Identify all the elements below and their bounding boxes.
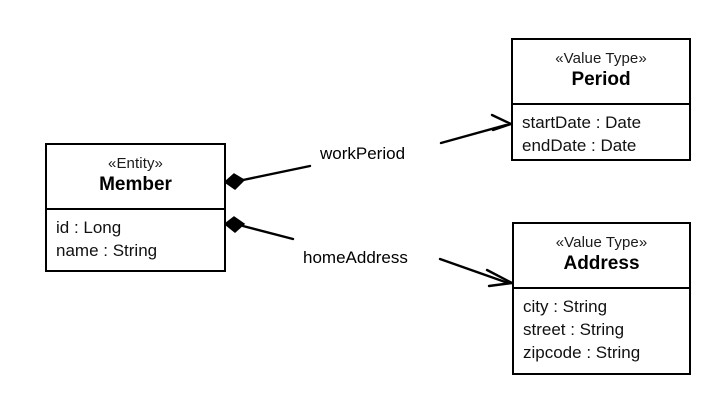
- association-label-home-address: homeAddress: [299, 248, 412, 268]
- class-attribute: street : String: [523, 320, 625, 339]
- work-period-composition-diamond-icon: [223, 173, 246, 190]
- work-period-line-segment-left: [241, 164, 312, 182]
- class-attribute: zipcode : String: [523, 343, 641, 362]
- class-attribute: endDate : Date: [522, 136, 637, 155]
- work-period-line-segment-right: [439, 123, 508, 145]
- home-address-composition-diamond-icon: [223, 216, 246, 233]
- class-header-period: «Value Type» Period: [513, 40, 689, 105]
- class-name-member: Member: [99, 174, 172, 195]
- class-box-address[interactable]: «Value Type» Address city : String stree…: [512, 222, 691, 375]
- class-name-period: Period: [571, 69, 631, 90]
- class-box-period[interactable]: «Value Type» Period startDate : Date end…: [511, 38, 691, 161]
- class-header-address: «Value Type» Address: [514, 224, 689, 289]
- association-home-address[interactable]: [223, 216, 514, 288]
- class-stereotype-member: «Entity»: [108, 155, 163, 172]
- class-header-member: «Entity» Member: [47, 145, 224, 210]
- class-attribute: id : Long: [56, 218, 122, 237]
- class-attributes-member: id : Long name : String: [47, 210, 224, 268]
- class-attributes-period: startDate : Date endDate : Date: [513, 105, 689, 163]
- class-attribute: name : String: [56, 241, 158, 260]
- association-label-work-period: workPeriod: [316, 144, 410, 164]
- class-name-address: Address: [563, 253, 640, 274]
- class-attribute: startDate : Date: [522, 113, 642, 132]
- class-stereotype-address: «Value Type»: [555, 234, 648, 251]
- class-attributes-address: city : String street : String zipcode : …: [514, 289, 689, 370]
- home-address-line-segment-right: [438, 257, 510, 285]
- class-stereotype-period: «Value Type»: [555, 50, 647, 67]
- home-address-line-segment-left: [241, 224, 295, 241]
- class-box-member[interactable]: «Entity» Member id : Long name : String: [45, 143, 226, 272]
- class-attribute: city : String: [523, 297, 608, 316]
